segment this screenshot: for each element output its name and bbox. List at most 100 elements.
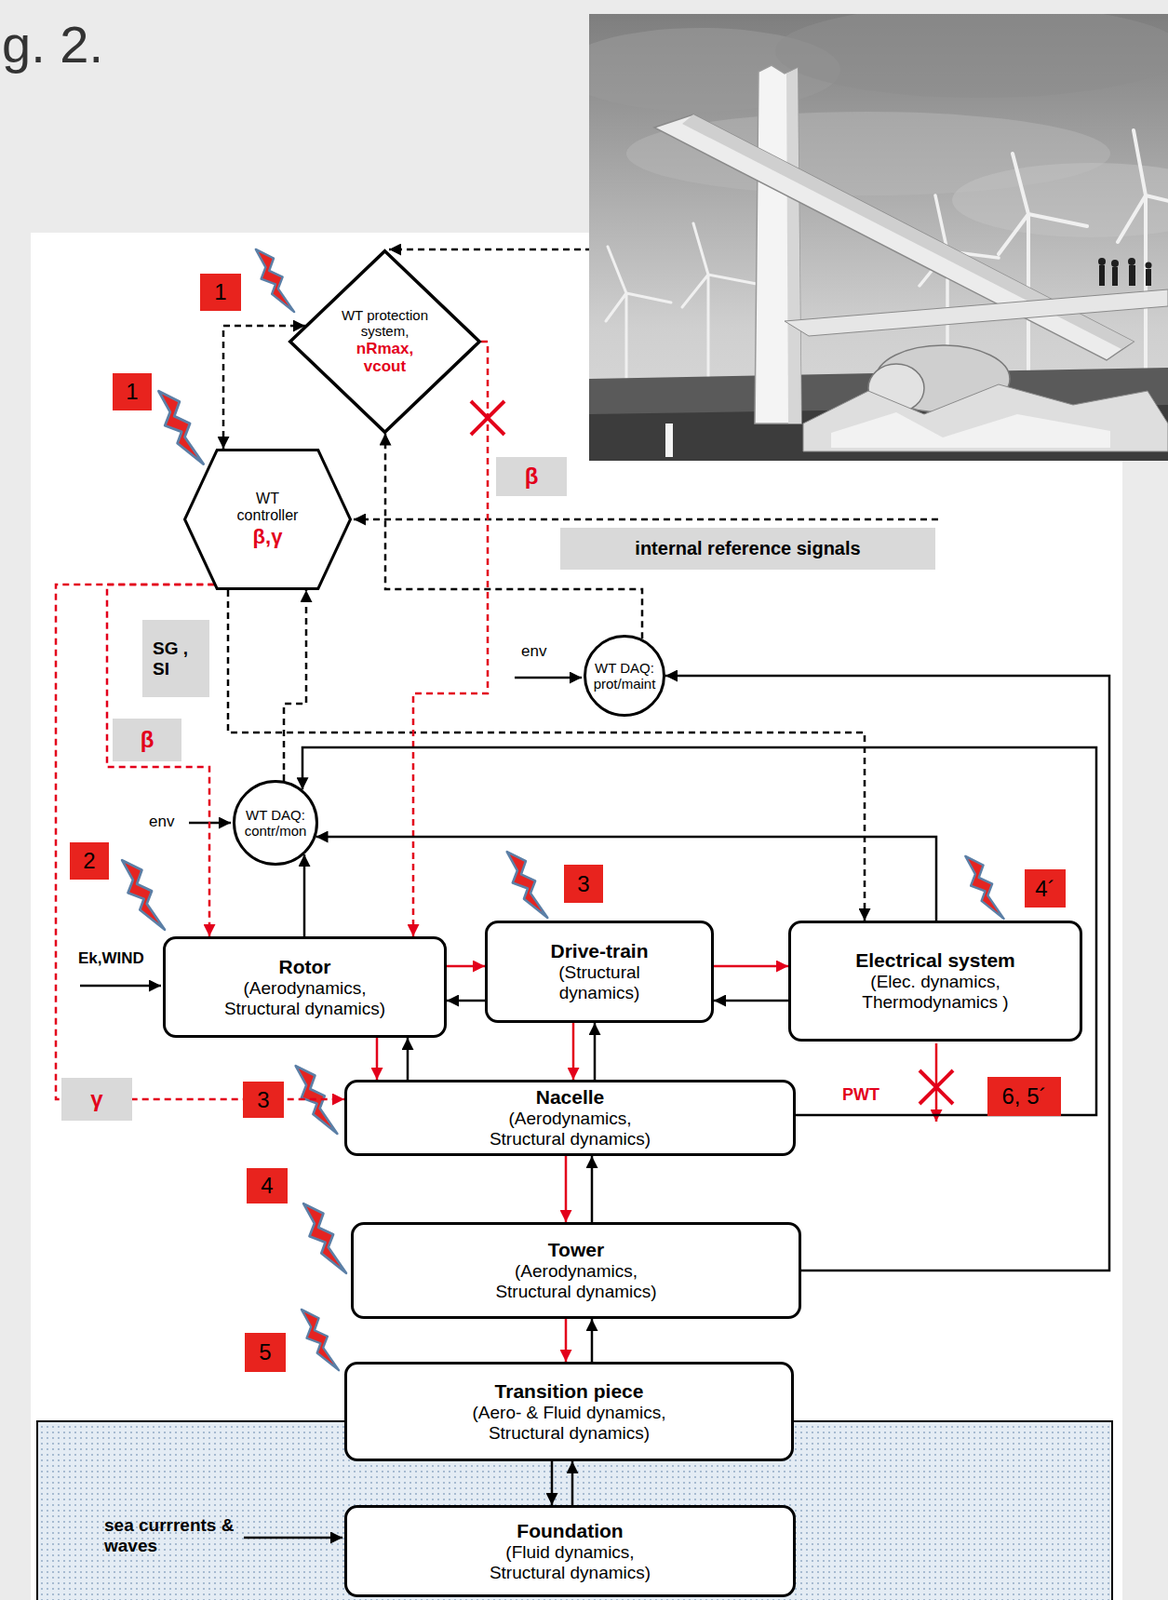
hexagon-outline — [185, 450, 351, 590]
env-arrow — [514, 676, 582, 680]
node-text-group: WT DAQ: contr/mon — [238, 806, 313, 840]
callout-number: 4 — [246, 1168, 288, 1204]
node-title: Nacelle — [536, 1086, 605, 1109]
daq-circle: WT DAQ: prot/maint — [583, 634, 666, 717]
node-text-group: WT protection system,nRmax,vcout — [333, 307, 438, 376]
node-text-group: Rotor(Aerodynamics, Structural dynamics) — [204, 955, 405, 1020]
signal-label: β — [496, 456, 567, 497]
flow-connector — [572, 1022, 576, 1080]
lightning-bolt — [255, 249, 295, 312]
node-title: WT DAQ: prot/maint — [588, 659, 661, 693]
node-title: Tower — [548, 1238, 605, 1262]
flow-connector — [302, 747, 1097, 1115]
node-title: WT DAQ: contr/mon — [238, 806, 313, 840]
flow-connector — [375, 1037, 379, 1080]
lightning-bolt — [507, 851, 549, 918]
component-box: Tower(Aerodynamics, Structural dynamics) — [350, 1221, 802, 1319]
reference-signal-line — [353, 518, 939, 522]
flow-connector — [550, 1461, 554, 1505]
lightning-bolt — [158, 390, 203, 464]
external-signal-line — [389, 248, 615, 252]
lightning-bolt — [301, 1309, 339, 1370]
wind-energy-arrow — [80, 984, 162, 988]
callout-number: 1 — [200, 273, 242, 311]
callout-number: 1 — [112, 373, 152, 411]
flow-connector — [564, 1318, 568, 1362]
node-text: (Aero- & Fluid dynamics, Structural dyna… — [455, 1402, 684, 1444]
output-label: PWT — [842, 1085, 880, 1105]
figure-label: g. 2. — [1, 14, 104, 75]
lightning-bolt — [121, 859, 165, 930]
input-label: env — [521, 642, 547, 661]
lightning-bolt — [303, 1203, 347, 1274]
node-text-group: Electrical system(Elec. dynamics, Thermo… — [851, 949, 1020, 1013]
flow-connector — [564, 1155, 568, 1222]
controller-hexagon: WT controllerβ,γ — [183, 448, 352, 591]
node-text: nRmax, — [356, 339, 414, 359]
diagram-panel — [30, 232, 1123, 1600]
component-box: Foundation(Fluid dynamics, Structural dy… — [344, 1504, 796, 1598]
callout-number: 6, 5´ — [987, 1076, 1061, 1116]
node-text-group: Drive-train(Structural dynamics) — [538, 939, 660, 1004]
node-text-group: WT controllerβ,γ — [226, 490, 310, 549]
input-label: Ek,WIND — [78, 949, 145, 968]
flow-connector — [713, 999, 789, 1003]
flow-connector — [665, 675, 1110, 1271]
callout-number: 4´ — [1024, 869, 1066, 908]
signal-connector — [413, 341, 488, 937]
node-text: (Elec. dynamics, Thermodynamics ) — [851, 971, 1020, 1013]
node-title: Foundation — [516, 1519, 623, 1543]
circle-outline — [585, 636, 665, 716]
sea-load-arrow — [243, 1536, 343, 1540]
flow-connector — [446, 965, 485, 968]
node-title: WT protection system, — [333, 307, 438, 340]
signal-label: β — [112, 718, 182, 762]
flow-connector — [590, 1318, 594, 1362]
component-box: Nacelle(Aerodynamics, Structural dynamic… — [344, 1079, 796, 1156]
callout-number: 3 — [563, 864, 604, 903]
node-text: (Aerodynamics, Structural dynamics) — [204, 978, 405, 1020]
callout-number: 5 — [244, 1332, 286, 1372]
diamond-outline — [290, 251, 481, 433]
component-box: Drive-train(Structural dynamics) — [484, 920, 714, 1023]
daq-circle: WT DAQ: contr/mon — [232, 779, 319, 866]
flow-connector — [571, 1461, 575, 1505]
flow-connector — [316, 836, 938, 921]
node-text: (Structural dynamics) — [538, 962, 660, 1004]
node-title: Rotor — [279, 955, 332, 979]
node-title: Transition piece — [495, 1380, 645, 1403]
node-text-group: Transition piece(Aero- & Fluid dynamics,… — [455, 1380, 684, 1444]
node-title: Electrical system — [855, 949, 1016, 972]
circle-outline — [234, 781, 318, 865]
flow-connector — [446, 999, 485, 1003]
node-text-group: Tower(Aerodynamics, Structural dynamics) — [476, 1238, 677, 1303]
input-label: sea currrents & waves — [104, 1515, 240, 1557]
node-text-group: WT DAQ: prot/maint — [588, 659, 661, 693]
flow-connector — [303, 854, 307, 937]
node-text: (Aerodynamics, Structural dynamics) — [469, 1108, 671, 1150]
signal-label: internal reference signals — [560, 527, 936, 570]
component-box: Electrical system(Elec. dynamics, Thermo… — [788, 920, 1083, 1042]
component-box: Transition piece(Aero- & Fluid dynamics,… — [344, 1361, 794, 1462]
node-text: (Fluid dynamics, Structural dynamics) — [469, 1542, 671, 1584]
callout-number: 3 — [242, 1081, 284, 1118]
signal-label: γ — [61, 1077, 133, 1121]
power-output-arrow — [935, 1043, 939, 1122]
decision-diamond: WT protection system,nRmax,vcout — [288, 249, 482, 434]
lightning-bolt — [965, 856, 1004, 919]
node-title: Drive-train — [550, 939, 648, 963]
component-box: Rotor(Aerodynamics, Structural dynamics) — [162, 936, 447, 1038]
node-text-group: Nacelle(Aerodynamics, Structural dynamic… — [469, 1086, 671, 1150]
input-label: env — [148, 812, 175, 832]
node-title: WT controller — [226, 490, 310, 525]
callout-number: 2 — [69, 842, 109, 880]
flow-connector — [590, 1155, 594, 1222]
node-text-group: Foundation(Fluid dynamics, Structural dy… — [469, 1519, 671, 1584]
signal-connector — [107, 584, 215, 937]
flow-connector — [593, 1022, 597, 1080]
flow-connector — [713, 965, 789, 968]
signal-connector — [228, 590, 865, 921]
